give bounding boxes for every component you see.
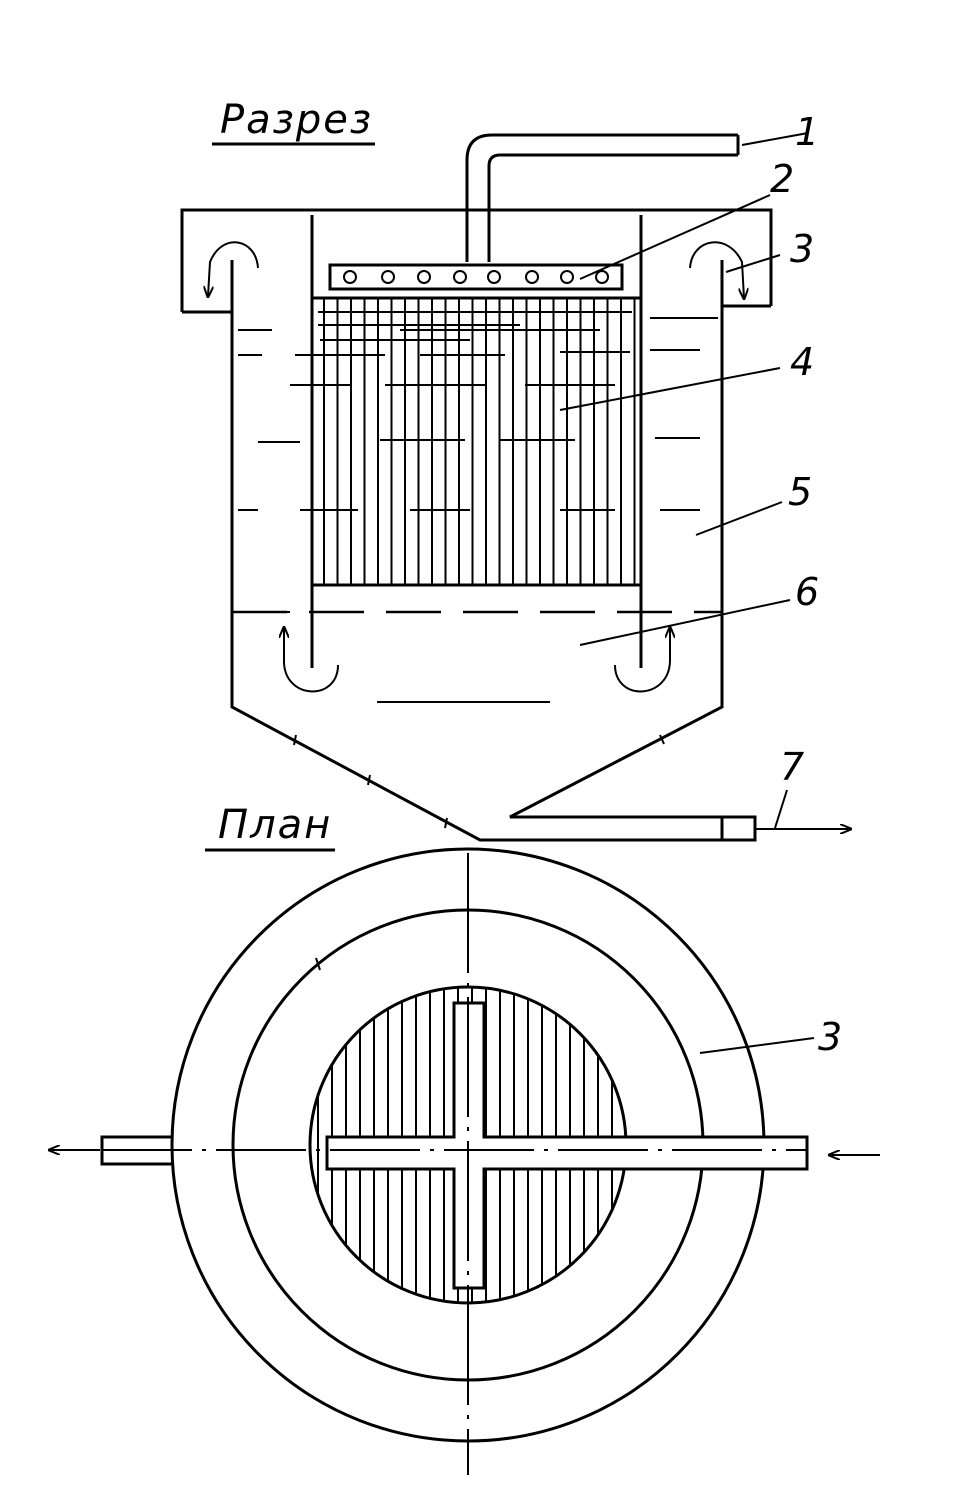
distributor-hole bbox=[560, 270, 574, 284]
callout-5: 5 bbox=[788, 470, 812, 514]
distributor-hole bbox=[417, 270, 431, 284]
inlet-pipe bbox=[465, 133, 740, 262]
distributor-hole bbox=[343, 270, 357, 284]
plan-title: План bbox=[218, 802, 332, 848]
distributor-hole bbox=[453, 270, 467, 284]
callout-2: 2 bbox=[770, 157, 794, 201]
callout-1: 1 bbox=[795, 110, 819, 154]
callout-7: 7 bbox=[780, 745, 804, 789]
distributor-hole bbox=[381, 270, 395, 284]
flow-arrow-bottom-right bbox=[614, 628, 670, 693]
callout-3: 3 bbox=[790, 227, 814, 271]
callout-4: 4 bbox=[790, 340, 814, 384]
plan-manifold bbox=[325, 1001, 809, 1290]
distributor-hole bbox=[595, 270, 609, 284]
plate-pack bbox=[323, 298, 636, 585]
callout-6: 6 bbox=[795, 570, 819, 614]
tray-tick bbox=[315, 957, 321, 971]
cone-ticks bbox=[293, 734, 665, 829]
section-title: Разрез bbox=[220, 97, 373, 143]
flow-arrow-top-right bbox=[689, 241, 744, 298]
flow-arrow-top-left bbox=[208, 241, 259, 296]
distributor-manifold bbox=[328, 263, 624, 291]
distributor-hole bbox=[525, 270, 539, 284]
leader-lines bbox=[559, 132, 815, 1054]
vessel-body bbox=[230, 260, 757, 842]
flow-arrow-bottom-left bbox=[284, 628, 339, 693]
water-hatching bbox=[238, 311, 718, 613]
callout-3-plan: 3 bbox=[818, 1015, 842, 1059]
distributor-hole bbox=[487, 270, 501, 284]
distributor-holes bbox=[343, 270, 609, 284]
